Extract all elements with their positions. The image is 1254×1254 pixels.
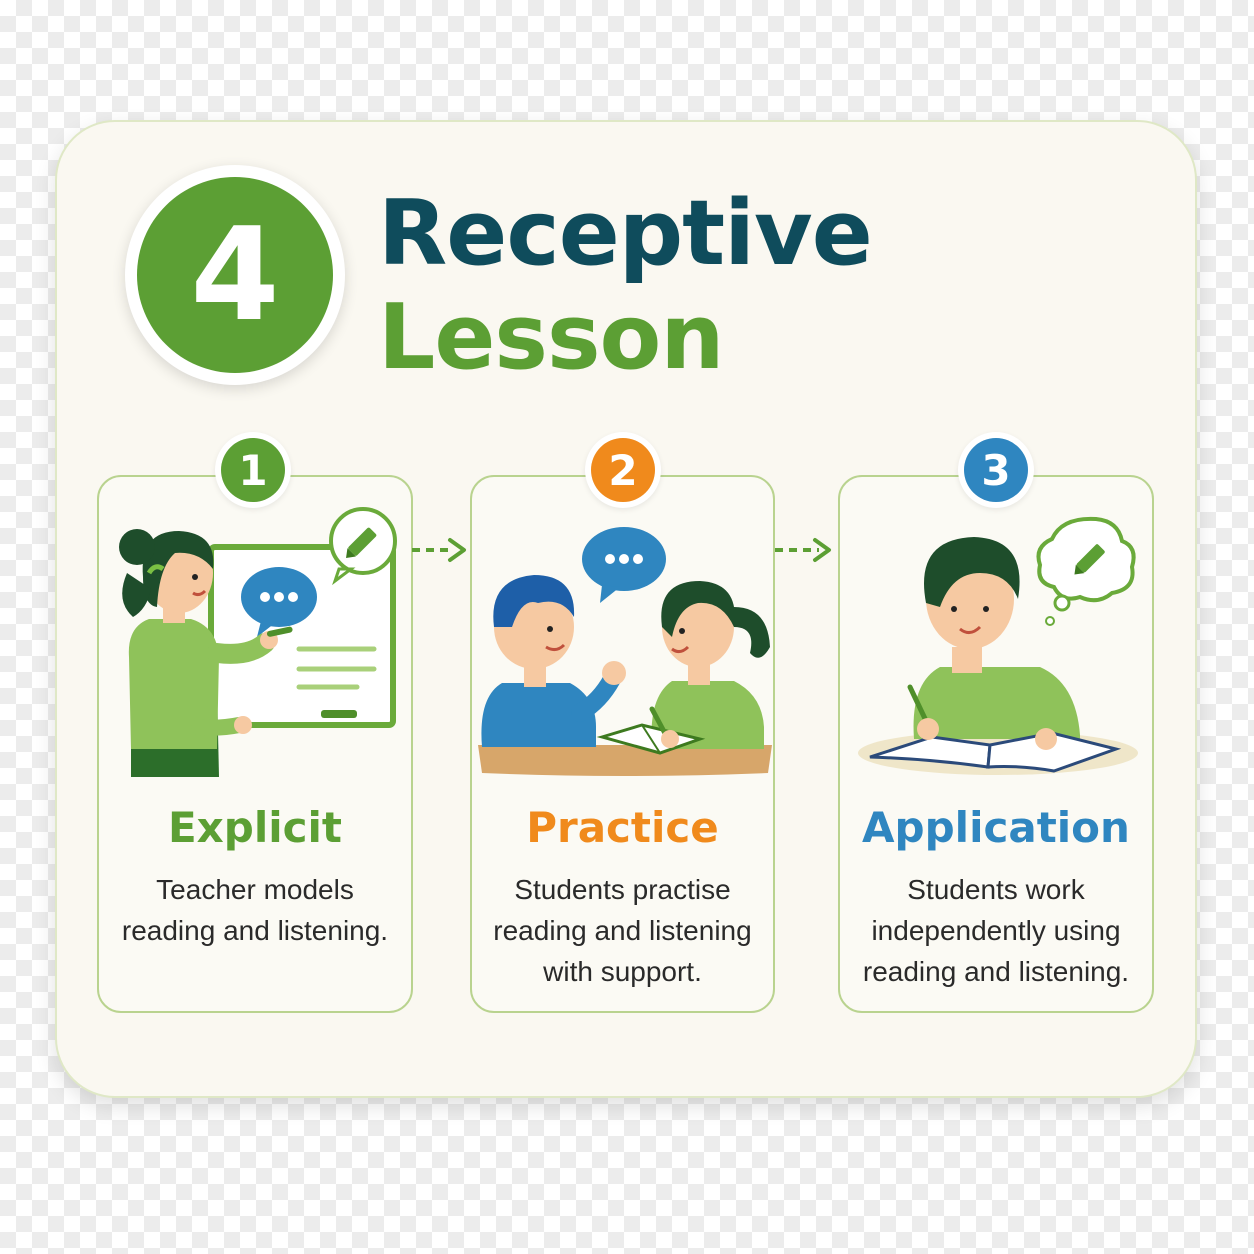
step-description: Students work independently using readin… — [862, 874, 1130, 987]
step-description: Students practise reading and listening … — [493, 874, 752, 987]
page-title: Receptive Lesson — [378, 181, 873, 390]
step-description: Teacher models reading and listening. — [121, 874, 389, 946]
lesson-number: 4 — [137, 177, 333, 373]
step-number: 2 — [591, 438, 655, 502]
lesson-number-badge: 4 — [125, 165, 345, 385]
arrow-right-icon — [412, 538, 466, 562]
step-number: 3 — [964, 438, 1028, 502]
step-number: 1 — [221, 438, 285, 502]
teacher-whiteboard-icon — [119, 507, 397, 777]
step-title: Application — [862, 803, 1130, 852]
step-card-practice: Practice Students practise reading and l… — [470, 475, 775, 1013]
step-card-application: Application Students work independently … — [838, 475, 1154, 1013]
step-card-explicit: Explicit Teacher models reading and list… — [97, 475, 413, 1013]
student-writing-icon — [858, 516, 1138, 775]
title-line-2: Lesson — [378, 285, 724, 390]
title-line-1: Receptive — [378, 181, 873, 286]
step-number-badge-2: 2 — [585, 432, 661, 508]
step-number-badge-3: 3 — [958, 432, 1034, 508]
step-title: Practice — [526, 803, 719, 852]
students-discussion-icon — [478, 527, 772, 776]
step-title: Explicit — [167, 803, 342, 852]
step-number-badge-1: 1 — [215, 432, 291, 508]
arrow-right-icon — [775, 538, 831, 562]
